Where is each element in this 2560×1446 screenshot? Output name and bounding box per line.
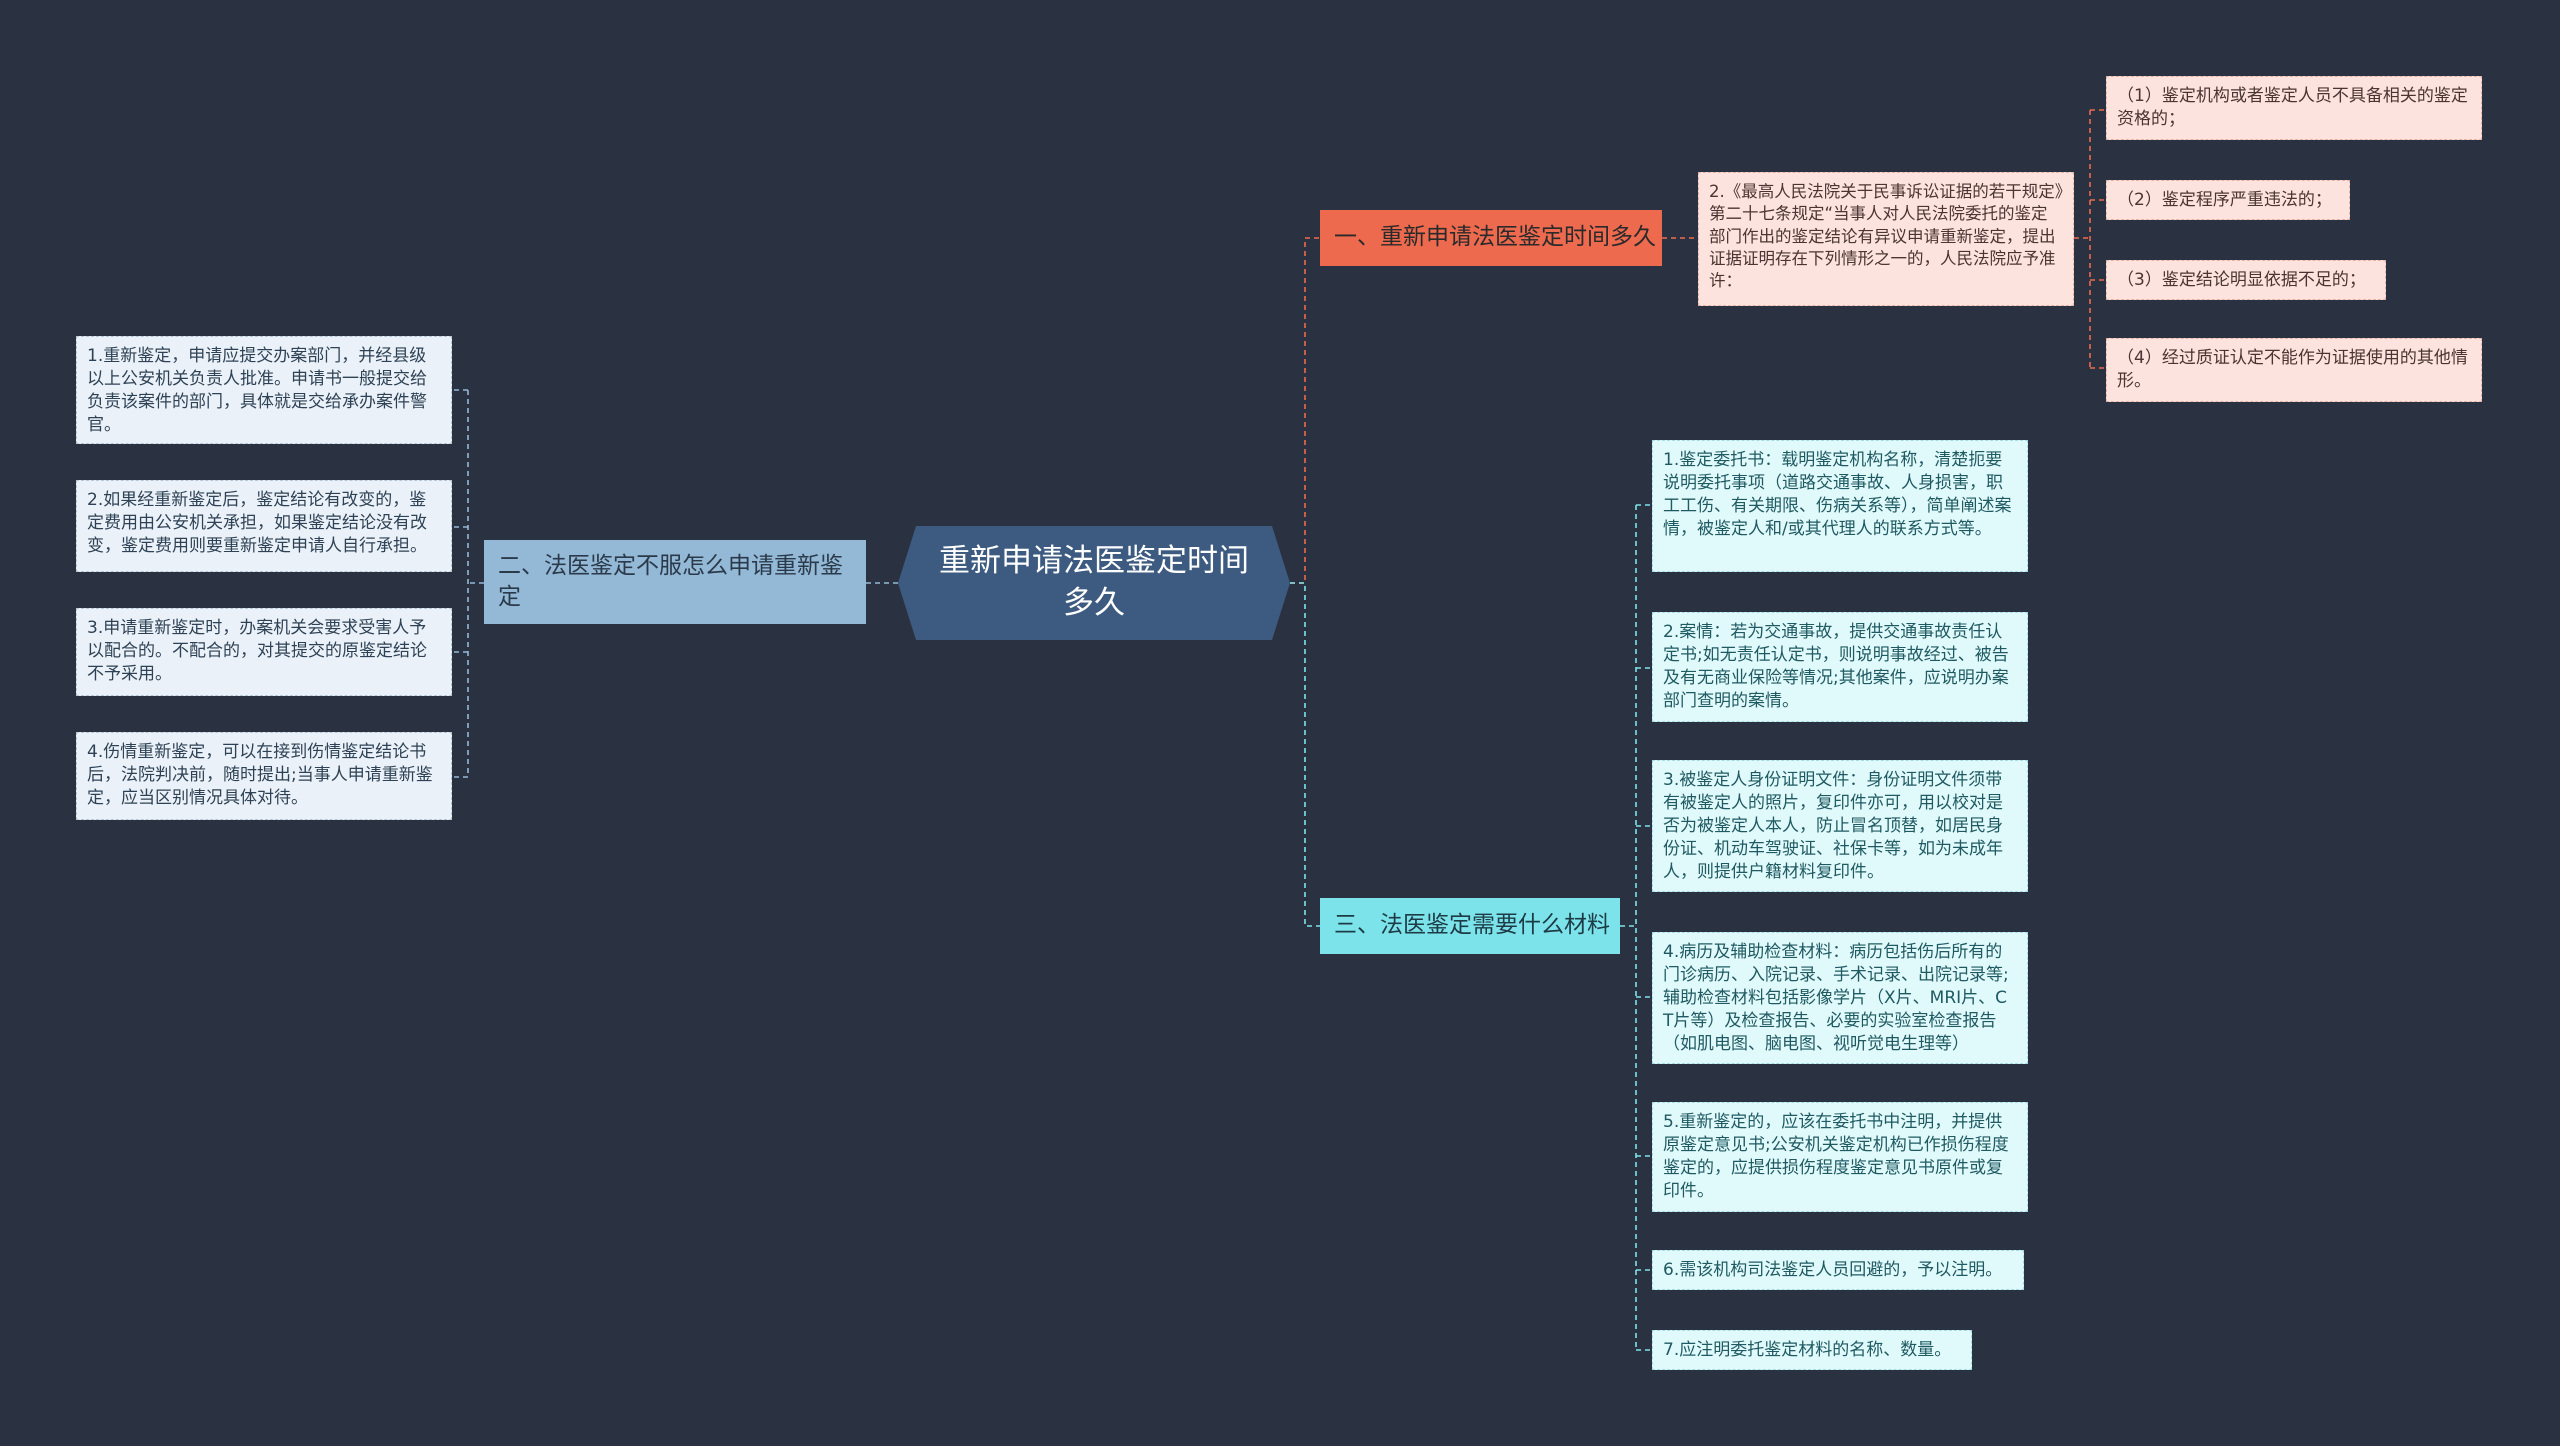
branch-3-item-5[interactable]: 5.重新鉴定的，应该在委托书中注明，并提供原鉴定意见书;公安机关鉴定机构已作损伤… (1652, 1102, 2028, 1212)
branch-1-item-2[interactable]: （2）鉴定程序严重违法的； (2106, 180, 2350, 220)
branch-2-label: 二、法医鉴定不服怎么申请重新鉴定 (498, 552, 843, 610)
branch-3-item-7-text: 7.应注明委托鉴定材料的名称、数量。 (1663, 1340, 1952, 1360)
branch-3-label: 三、法医鉴定需要什么材料 (1334, 912, 1610, 939)
branch-3-item-3[interactable]: 3.被鉴定人身份证明文件：身份证明文件须带有被鉴定人的照片，复印件亦可，用以校对… (1652, 760, 2028, 892)
branch-2-item-1[interactable]: 1.重新鉴定，申请应提交办案部门，并经县级以上公安机关负责人批准。申请书一般提交… (76, 336, 452, 444)
branch-3-item-2-text: 2.案情：若为交通事故，提供交通事故责任认定书;如无责任认定书，则说明事故经过、… (1663, 622, 2009, 711)
root-topic[interactable]: 重新申请法医鉴定时间多久 (898, 526, 1290, 640)
branch-1-item-1-text: （1）鉴定机构或者鉴定人员不具备相关的鉴定资格的； (2117, 86, 2468, 129)
branch-2-topic[interactable]: 二、法医鉴定不服怎么申请重新鉴定 (484, 540, 866, 624)
branch-1-subtopic[interactable]: 2.《最高人民法院关于民事诉讼证据的若干规定》第二十七条规定“当事人对人民法院委… (1698, 172, 2074, 306)
branch-2-item-3[interactable]: 3.申请重新鉴定时，办案机关会要求受害人予以配合的。不配合的，对其提交的原鉴定结… (76, 608, 452, 696)
branch-2-item-2[interactable]: 2.如果经重新鉴定后，鉴定结论有改变的，鉴定费用由公安机关承担，如果鉴定结论没有… (76, 480, 452, 572)
connector-root-b1 (1290, 237, 1320, 584)
branch-3-item-6-text: 6.需该机构司法鉴定人员回避的，予以注明。 (1663, 1260, 2003, 1280)
branch-3-item-1[interactable]: 1.鉴定委托书：载明鉴定机构名称，清楚扼要说明委托事项（道路交通事故、人身损害，… (1652, 440, 2028, 572)
branch-1-item-3-text: （3）鉴定结论明显依据不足的； (2117, 270, 2366, 290)
branch-3-item-7[interactable]: 7.应注明委托鉴定材料的名称、数量。 (1652, 1330, 1972, 1370)
branch-3-item-5-text: 5.重新鉴定的，应该在委托书中注明，并提供原鉴定意见书;公安机关鉴定机构已作损伤… (1663, 1112, 2009, 1201)
branch-1-item-4[interactable]: （4）经过质证认定不能作为证据使用的其他情形。 (2106, 338, 2482, 402)
branch-1-label: 一、重新申请法医鉴定时间多久 (1334, 224, 1656, 251)
branch-1-item-3[interactable]: （3）鉴定结论明显依据不足的； (2106, 260, 2386, 300)
branch-1-item-2-text: （2）鉴定程序严重违法的； (2117, 190, 2332, 210)
branch-1-subtopic-text: 2.《最高人民法院关于民事诉讼证据的若干规定》第二十七条规定“当事人对人民法院委… (1709, 182, 2063, 291)
branch-1-item-4-text: （4）经过质证认定不能作为证据使用的其他情形。 (2117, 348, 2468, 391)
connector-root-b3 (1290, 582, 1320, 927)
branch-3-item-6[interactable]: 6.需该机构司法鉴定人员回避的，予以注明。 (1652, 1250, 2024, 1290)
connector-b2-items (452, 389, 484, 778)
branch-2-item-1-text: 1.重新鉴定，申请应提交办案部门，并经县级以上公安机关负责人批准。申请书一般提交… (87, 346, 427, 435)
branch-2-item-4-text: 4.伤情重新鉴定，可以在接到伤情鉴定结论书后，法院判决前，随时提出;当事人申请重… (87, 742, 433, 808)
branch-3-item-1-text: 1.鉴定委托书：载明鉴定机构名称，清楚扼要说明委托事项（道路交通事故、人身损害，… (1663, 450, 2012, 539)
branch-2-item-4[interactable]: 4.伤情重新鉴定，可以在接到伤情鉴定结论书后，法院判决前，随时提出;当事人申请重… (76, 732, 452, 820)
branch-2-item-2-text: 2.如果经重新鉴定后，鉴定结论有改变的，鉴定费用由公安机关承担，如果鉴定结论没有… (87, 490, 427, 556)
root-topic-label: 重新申请法医鉴定时间多久 (939, 543, 1249, 621)
branch-3-topic[interactable]: 三、法医鉴定需要什么材料 (1320, 898, 1620, 954)
branch-2-item-3-text: 3.申请重新鉴定时，办案机关会要求受害人予以配合的。不配合的，对其提交的原鉴定结… (87, 618, 427, 684)
branch-1-item-1[interactable]: （1）鉴定机构或者鉴定人员不具备相关的鉴定资格的； (2106, 76, 2482, 140)
connector-sub-items (2074, 109, 2106, 369)
branch-3-item-4-text: 4.病历及辅助检查材料：病历包括伤后所有的门诊病历、入院记录、手术记录、出院记录… (1663, 942, 2009, 1054)
connector-b3-items (1620, 504, 1652, 1351)
branch-3-item-2[interactable]: 2.案情：若为交通事故，提供交通事故责任认定书;如无责任认定书，则说明事故经过、… (1652, 612, 2028, 722)
branch-3-item-3-text: 3.被鉴定人身份证明文件：身份证明文件须带有被鉴定人的照片，复印件亦可，用以校对… (1663, 770, 2003, 882)
branch-1-topic[interactable]: 一、重新申请法医鉴定时间多久 (1320, 210, 1662, 266)
branch-3-item-4[interactable]: 4.病历及辅助检查材料：病历包括伤后所有的门诊病历、入院记录、手术记录、出院记录… (1652, 932, 2028, 1064)
